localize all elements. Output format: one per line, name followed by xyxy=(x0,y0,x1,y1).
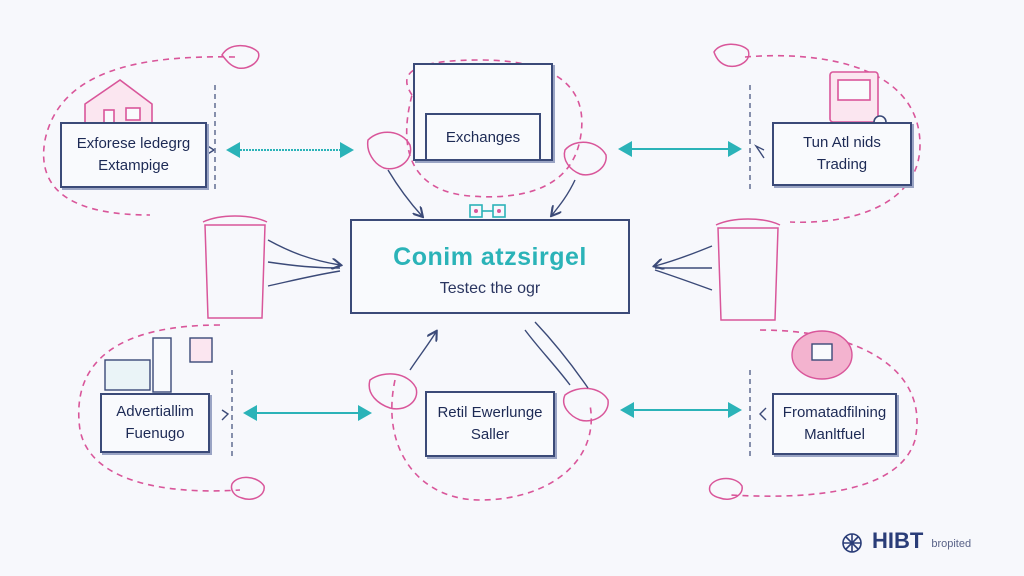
chevron-bottom-left xyxy=(221,409,230,421)
node-top-center-inner: Exchanges xyxy=(425,113,541,161)
loop-bottom-center xyxy=(391,379,593,501)
node-bottom-center-line1: Retil Ewerlunge xyxy=(437,404,543,421)
hibt-logo-icon xyxy=(842,533,862,553)
house-icon xyxy=(84,79,153,129)
node-bottom-right-line2: Manltfuel xyxy=(804,426,865,443)
teal-arrows xyxy=(226,141,742,421)
pink-sketch-accents xyxy=(202,43,781,500)
brand-name: HIBT xyxy=(872,528,924,553)
pointer-bottom-left xyxy=(409,332,436,371)
node-top-center-line1: Exchanges xyxy=(445,129,521,146)
node-bottom-right[interactable]: Fromatadfilning Manltfuel xyxy=(772,393,897,455)
pointer-top-left xyxy=(387,169,422,216)
node-bottom-right-line1: Fromatadfilning xyxy=(782,404,887,421)
chevron-top-right xyxy=(753,144,765,159)
hand-sketch-mid-bottom-left xyxy=(368,373,418,410)
hand-sketch-top-left xyxy=(221,44,260,69)
chevron-top-left xyxy=(205,144,215,156)
fan-left-2 xyxy=(267,261,341,269)
hand-sketch-mid-bottom-right xyxy=(563,387,609,422)
node-top-right-line1: Tun Atl nids xyxy=(803,134,881,151)
center-title: Conim atzsirgel xyxy=(393,243,587,271)
node-bottom-left[interactable]: Advertiallim Fuenugo xyxy=(100,393,210,453)
chevron-bottom-right xyxy=(759,407,767,421)
node-top-center[interactable]: Exchanges xyxy=(413,63,553,161)
node-bottom-left-line2: Fuenugo xyxy=(125,425,185,442)
device-icon-top-right xyxy=(829,71,887,129)
fan-left-1 xyxy=(267,239,340,265)
card-reader-icon xyxy=(104,337,213,393)
vertical-separators xyxy=(214,85,751,460)
hand-sketch-bottom-right xyxy=(708,477,743,500)
pointer-bottom-right-2 xyxy=(534,321,589,389)
hand-sketch-top-right xyxy=(713,43,750,68)
network-icon xyxy=(469,204,506,218)
fan-left-3 xyxy=(267,270,341,287)
hand-sketch-bottom-left xyxy=(230,476,265,500)
node-bottom-center-line2: Saller xyxy=(470,426,510,443)
loop-top-left xyxy=(42,56,236,216)
loop-top-right xyxy=(744,54,921,224)
brand: HIBT bropited xyxy=(838,528,971,554)
loop-bottom-left xyxy=(78,324,241,492)
bucket-left-rim xyxy=(202,215,268,223)
pointer-bottom-right-1 xyxy=(524,329,571,386)
node-top-left-line1: Exforese ledegrg xyxy=(76,135,191,152)
center-node[interactable]: Conim atzsirgel Testec the ogr xyxy=(350,219,630,314)
node-top-left-line2: Extampige xyxy=(98,157,169,174)
node-top-left[interactable]: Exforese ledegrg Extampige xyxy=(60,122,207,188)
bucket-right-rim xyxy=(715,218,781,226)
node-top-right[interactable]: Tun Atl nids Trading xyxy=(772,122,912,186)
bucket-right xyxy=(717,227,779,321)
cloud-icon-bottom-right xyxy=(791,330,853,380)
bucket-left xyxy=(204,224,266,319)
navy-pointers xyxy=(205,144,767,421)
hand-sketch-mid-top-right xyxy=(563,141,607,176)
fan-right-3 xyxy=(654,269,713,291)
node-bottom-center[interactable]: Retil Ewerlunge Saller xyxy=(425,391,555,457)
node-bottom-left-line1: Advertiallim xyxy=(116,403,194,420)
fan-right-1 xyxy=(655,245,713,266)
node-top-right-line2: Trading xyxy=(816,156,868,173)
center-subtitle: Testec the ogr xyxy=(439,280,541,297)
pointer-top-right xyxy=(552,179,576,215)
hand-sketch-mid-top-left xyxy=(366,131,412,170)
brand-tagline: bropited xyxy=(931,538,972,550)
